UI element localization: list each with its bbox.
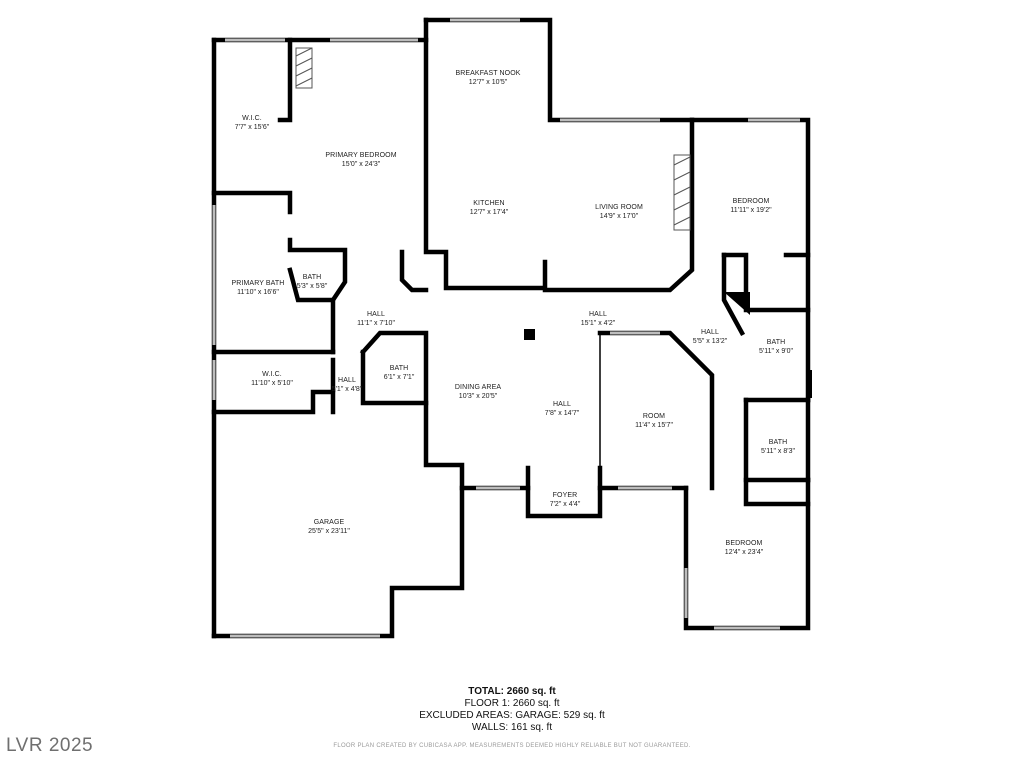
fireplaces xyxy=(295,47,691,231)
total-area: TOTAL: 2660 sq. ft xyxy=(468,686,556,697)
wall-block xyxy=(806,370,812,398)
watermark: LVR 2025 xyxy=(6,735,94,756)
room-label-wic-primary: W.I.C.7'7" x 15'6" xyxy=(234,115,270,131)
wall-bath-small xyxy=(287,267,336,355)
wall-bath-central xyxy=(359,330,429,406)
wall-wic2 xyxy=(211,389,336,415)
excluded-areas: EXCLUDED AREAS: GARAGE: 529 sq. ft xyxy=(419,710,605,721)
wall-room xyxy=(597,330,715,491)
stair-marker xyxy=(724,292,750,315)
room-label-wic-hall: W.I.C.11'10" x 5'10" xyxy=(251,371,293,387)
windows xyxy=(212,18,800,638)
wall-bedroom3-closet xyxy=(743,477,811,507)
wall-breakfast-west xyxy=(423,17,548,291)
wall-kitchen-bump xyxy=(399,249,429,293)
walls-area: WALLS: 161 sq. ft xyxy=(471,722,553,733)
area-summary: TOTAL: 2660 sq. ft FLOOR 1: 2660 sq. ft … xyxy=(0,686,1024,734)
walls xyxy=(211,17,811,639)
wall-wic-bottom xyxy=(211,190,293,215)
wall-primary-bedroom-south xyxy=(287,237,348,304)
wall-bedroom2 xyxy=(689,117,811,313)
wall-hall-east xyxy=(721,252,746,337)
wall-living-east xyxy=(542,117,695,293)
fixtures xyxy=(524,292,812,398)
column xyxy=(524,329,535,340)
disclaimer: FLOOR PLAN CREATED BY CUBICASA APP. MEAS… xyxy=(333,743,691,749)
wall-dining-west xyxy=(211,400,465,639)
wall-wic-primary xyxy=(277,37,293,123)
floor-area: FLOOR 1: 2660 sq. ft xyxy=(464,698,560,709)
